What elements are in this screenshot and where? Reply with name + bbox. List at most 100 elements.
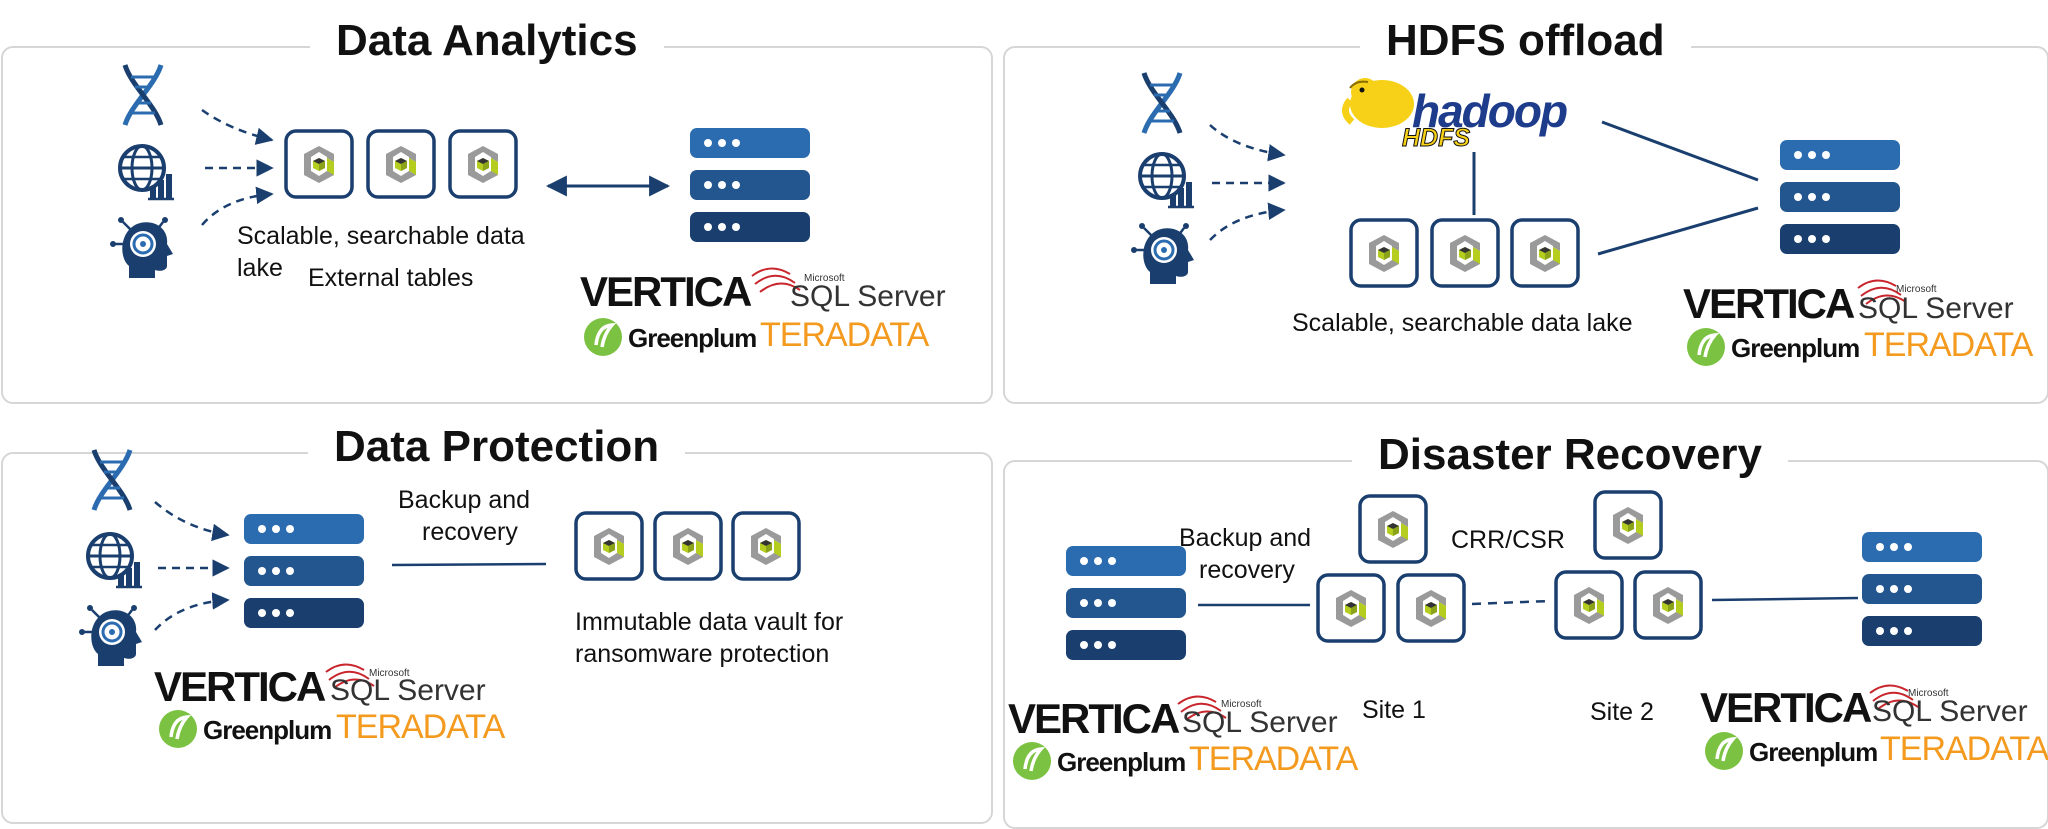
arrow-dashed: [201, 108, 274, 145]
arrow-dashed: [1209, 202, 1286, 241]
svg-text:TERADATA: TERADATA: [336, 708, 506, 746]
panel-data-analytics: [1, 46, 993, 404]
svg-text:Greenplum: Greenplum: [203, 715, 331, 745]
svg-text:Microsoft: Microsoft: [1221, 699, 1262, 710]
greenplum-logo: Greenplum: [1687, 328, 1860, 366]
label-dr-backup-1: Backup and: [1179, 524, 1312, 552]
label-immutable-vault-2: ransomware protection: [575, 640, 830, 668]
arrow-dashed: [201, 186, 274, 226]
svg-text:TERADATA: TERADATA: [1189, 740, 1359, 778]
greenplum-logo: Greenplum: [1013, 742, 1186, 780]
hadoop-hdfs-logo: hadoop HDFS: [1342, 78, 1569, 153]
object-storage-node-icon: [448, 129, 518, 199]
server-stack-icon: [1780, 140, 1900, 254]
object-storage-node-icon: [1510, 218, 1580, 288]
object-storage-node-icon: [1593, 490, 1663, 560]
object-storage-node-icon: [366, 129, 436, 199]
sqlserver-logo: Microsoft SQL Server: [1177, 695, 1338, 739]
object-storage-node-icon: [653, 511, 723, 581]
panel-title-hdfs-offload: HDFS offload: [1360, 16, 1691, 66]
teradata-logo: TERADATA: [1880, 730, 2048, 768]
object-storage-node-icon: [1430, 218, 1500, 288]
panel-title-disaster-recovery: Disaster Recovery: [1352, 430, 1789, 480]
dna-icon: [125, 65, 161, 125]
label-backup-recovery-2: recovery: [422, 518, 518, 546]
teradata-logo: TERADATA: [1189, 740, 1360, 778]
server-stack-icon: [1862, 532, 1982, 646]
sqlserver-logo: Microsoft SQL Server: [1857, 279, 2014, 325]
label-backup-recovery-1: Backup and: [398, 486, 531, 514]
svg-text:SQL Server: SQL Server: [790, 280, 946, 313]
greenplum-logo: Greenplum: [159, 710, 332, 748]
svg-text:TERADATA: TERADATA: [1864, 326, 2034, 364]
object-storage-node-icon: [1349, 218, 1419, 288]
connector-line: [391, 562, 547, 567]
globe-chart-icon: [86, 532, 144, 589]
vertica-logo: VERTICA: [580, 268, 754, 315]
svg-text:Greenplum: Greenplum: [1057, 747, 1185, 777]
label-site-2: Site 2: [1590, 698, 1654, 726]
label-site-1: Site 1: [1362, 696, 1426, 724]
svg-text:Greenplum: Greenplum: [1731, 333, 1859, 363]
dna-icon: [94, 450, 130, 510]
label-scalable-data-lake: Scalable, searchable data: [237, 222, 525, 250]
label-external-tables: External tables: [308, 264, 474, 292]
object-storage-node-icon: [284, 129, 354, 199]
connector-line: [1597, 206, 1759, 256]
object-storage-node-icon: [1358, 494, 1428, 564]
object-storage-node-icon: [1633, 570, 1703, 640]
greenplum-logo: Greenplum: [584, 318, 757, 356]
label-lake: lake: [237, 254, 283, 282]
arrow-dashed: [1209, 124, 1286, 162]
svg-text:Microsoft: Microsoft: [1896, 284, 1937, 295]
vertica-logo: VERTICA: [154, 663, 328, 710]
replication-dashed-line: [1471, 599, 1551, 606]
svg-text:TERADATA: TERADATA: [1880, 730, 2048, 768]
teradata-logo: TERADATA: [336, 708, 507, 746]
teradata-logo: TERADATA: [760, 316, 931, 354]
vertica-logo: VERTICA: [1700, 684, 1874, 731]
connector-line: [1601, 120, 1759, 182]
object-storage-node-icon: [1316, 573, 1386, 643]
svg-text:Greenplum: Greenplum: [628, 323, 756, 353]
svg-text:SQL Server: SQL Server: [1872, 695, 2028, 728]
panel-title-data-protection: Data Protection: [308, 422, 686, 472]
svg-text:SQL Server: SQL Server: [1182, 706, 1338, 739]
panel-data-protection: [1, 452, 993, 824]
label-hdfs-data-lake: Scalable, searchable data lake: [1292, 309, 1633, 337]
svg-text:SQL Server: SQL Server: [1858, 292, 2014, 325]
svg-text:hadoop: hadoop: [1412, 85, 1567, 137]
svg-text:SQL Server: SQL Server: [330, 674, 486, 707]
label-dr-backup-2: recovery: [1199, 556, 1295, 584]
vertica-logo: VERTICA: [1683, 280, 1857, 327]
ai-head-icon: [1129, 221, 1196, 286]
panel-title-data-analytics: Data Analytics: [310, 16, 664, 66]
ai-head-icon: [77, 603, 144, 668]
server-stack-icon: [244, 514, 364, 628]
svg-text:VERTICA: VERTICA: [154, 663, 326, 710]
arrow-dashed: [154, 592, 230, 631]
object-storage-node-icon: [1554, 570, 1624, 640]
object-storage-node-icon: [731, 511, 801, 581]
svg-text:Greenplum: Greenplum: [1749, 737, 1877, 767]
svg-text:VERTICA: VERTICA: [1008, 695, 1180, 742]
server-stack-icon: [1066, 546, 1186, 660]
svg-text:VERTICA: VERTICA: [1683, 280, 1855, 327]
globe-chart-icon: [118, 144, 176, 201]
ai-head-icon: [108, 215, 175, 280]
svg-text:Microsoft: Microsoft: [369, 668, 410, 679]
server-stack-icon: [690, 128, 810, 242]
sqlserver-logo: Microsoft SQL Server: [325, 663, 486, 707]
teradata-logo: TERADATA: [1864, 326, 2035, 364]
svg-text:Microsoft: Microsoft: [1908, 688, 1949, 699]
globe-chart-icon: [1138, 152, 1196, 209]
svg-text:HDFS: HDFS: [1402, 124, 1470, 152]
connector-line: [1711, 596, 1859, 602]
vertica-logo: VERTICA: [1008, 695, 1182, 742]
label-immutable-vault-1: Immutable data vault for: [575, 608, 844, 636]
svg-text:VERTICA: VERTICA: [580, 268, 752, 315]
dna-icon: [1144, 73, 1180, 133]
object-storage-node-icon: [574, 511, 644, 581]
arrow-dashed: [154, 501, 230, 542]
